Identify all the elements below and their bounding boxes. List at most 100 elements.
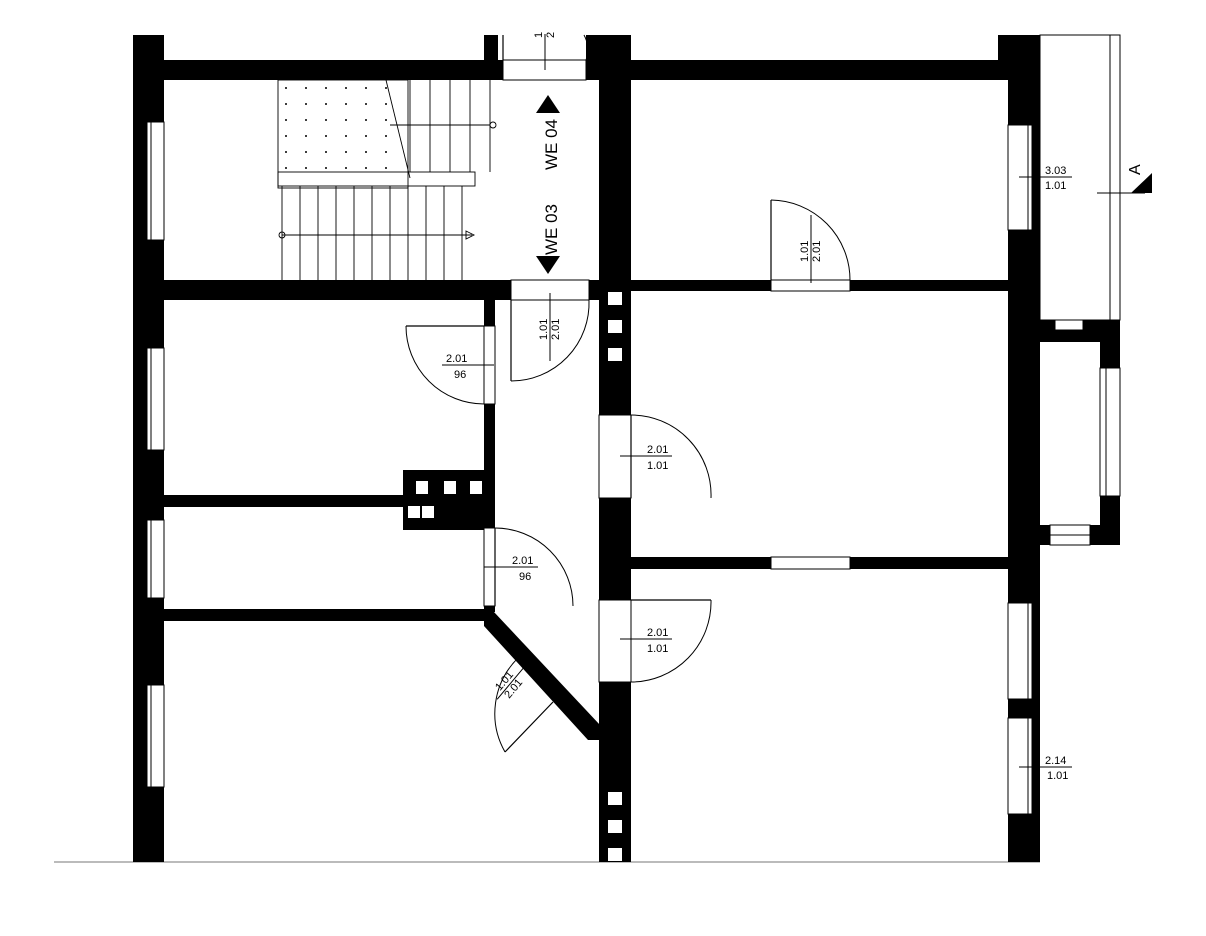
unit-label-we03: WE 03 bbox=[542, 204, 561, 255]
landing-dot bbox=[385, 119, 387, 121]
landing-dot bbox=[385, 87, 387, 89]
stair-string bbox=[385, 79, 411, 179]
window-balcony bbox=[1099, 367, 1121, 497]
dim-corridor-upper-bottom: 96 bbox=[454, 369, 466, 381]
balcony-door bbox=[1014, 342, 1038, 525]
landing-dot bbox=[345, 135, 347, 137]
landing-dots bbox=[285, 87, 387, 169]
dim-corridor-lower-top: 2.01 bbox=[512, 555, 533, 567]
landing-dot bbox=[345, 87, 347, 89]
landing-dot bbox=[285, 87, 287, 89]
landing-dot bbox=[365, 135, 367, 137]
door-swing bbox=[770, 199, 851, 281]
landing-dot bbox=[305, 119, 307, 121]
dimension-labels: 1 2 1.01 2.01 1.01 2.01 2.01 96 2.01 1.0… bbox=[442, 32, 1072, 782]
landing-dot bbox=[305, 151, 307, 153]
stair-arrow-head bbox=[465, 230, 476, 240]
wall-lower-left bbox=[164, 609, 494, 621]
dim-top-door-top: 1 bbox=[533, 32, 545, 38]
vent-square bbox=[608, 292, 622, 305]
door-swing bbox=[583, 34, 589, 61]
landing-dot bbox=[285, 103, 287, 105]
stair-arrow-end bbox=[489, 121, 497, 129]
vent-square bbox=[608, 320, 622, 333]
wall-diagonal bbox=[484, 612, 600, 740]
window-left-4 bbox=[146, 684, 165, 788]
stair-landing bbox=[277, 79, 409, 189]
door-leaf bbox=[517, 657, 569, 711]
landing-dot bbox=[325, 167, 327, 169]
landing-dot bbox=[345, 167, 347, 169]
dim-upper-right-bottom: 2.01 bbox=[811, 241, 823, 262]
door-swing bbox=[405, 325, 485, 405]
section-arrow-icon bbox=[1131, 173, 1152, 193]
openings bbox=[483, 59, 851, 683]
stair-arrow-start bbox=[278, 231, 286, 239]
door-swing bbox=[494, 527, 574, 607]
landing-dot bbox=[285, 151, 287, 153]
stair-treads-upper bbox=[409, 80, 491, 172]
landing-dot bbox=[365, 103, 367, 105]
door-swing bbox=[630, 599, 712, 683]
landing-dot bbox=[285, 167, 287, 169]
dim-window-2-top: 2.14 bbox=[1045, 755, 1066, 767]
landing-dot bbox=[325, 119, 327, 121]
dim-upper-right-top: 1.01 bbox=[799, 241, 811, 262]
stair-railing bbox=[277, 171, 476, 187]
door-swing bbox=[510, 299, 590, 382]
vent-square bbox=[416, 481, 428, 494]
wall-top-left bbox=[133, 60, 503, 80]
window-balcony-top bbox=[1054, 319, 1084, 331]
arrow-down-icon bbox=[536, 256, 560, 274]
dim-stair-door: 1.01 2.01 bbox=[538, 293, 562, 361]
vent-square bbox=[470, 481, 482, 494]
landing-dot bbox=[385, 103, 387, 105]
dim-window-2-bottom: 1.01 bbox=[1047, 770, 1068, 782]
dim-stair-door-bottom: 2.01 bbox=[550, 319, 562, 340]
dim-center-upper-bottom: 1.01 bbox=[647, 460, 668, 472]
staircase bbox=[277, 79, 497, 280]
shaft-block bbox=[403, 470, 487, 530]
opening-center-door-lower bbox=[598, 599, 632, 683]
landing-dot bbox=[385, 151, 387, 153]
dim-window-1-bottom: 1.01 bbox=[1045, 180, 1066, 192]
landing-dot bbox=[365, 87, 367, 89]
landing-dot bbox=[305, 87, 307, 89]
wall-top-right bbox=[586, 60, 1010, 80]
vent-square bbox=[608, 792, 622, 805]
landing-dot bbox=[385, 135, 387, 137]
unit-label-we03-group: WE 03 bbox=[542, 204, 561, 255]
dim-window-1-top: 3.03 bbox=[1045, 165, 1066, 177]
window-left-2 bbox=[146, 347, 165, 451]
arrow-up-icon bbox=[536, 95, 560, 113]
vent-square bbox=[422, 506, 434, 518]
unit-label-we04: WE 04 bbox=[542, 119, 561, 170]
door-swing bbox=[494, 657, 519, 753]
section-label-group: A bbox=[1127, 164, 1144, 175]
vent-square bbox=[608, 848, 622, 861]
windows bbox=[146, 121, 1121, 815]
landing-dot bbox=[345, 103, 347, 105]
landing-dot bbox=[365, 151, 367, 153]
dim-line bbox=[496, 665, 526, 700]
section-label: A bbox=[1127, 164, 1144, 175]
vent-square bbox=[444, 481, 456, 494]
window-left-1 bbox=[146, 121, 165, 241]
dim-top-door-bottom: 2 bbox=[545, 32, 557, 38]
dim-center-upper-top: 2.01 bbox=[647, 444, 668, 456]
landing-dot bbox=[285, 135, 287, 137]
vent-square bbox=[608, 348, 622, 361]
landing-dot bbox=[325, 135, 327, 137]
wall-corridor-left bbox=[484, 300, 495, 612]
wall-mid-left bbox=[164, 495, 404, 507]
dim-stair-door-top: 1.01 bbox=[538, 319, 550, 340]
doors bbox=[405, 34, 851, 753]
landing-dot bbox=[325, 151, 327, 153]
wall-upper-right-bottom bbox=[631, 280, 771, 291]
wall-right-mid-2 bbox=[850, 557, 1010, 569]
landing-dot bbox=[365, 119, 367, 121]
door-leaf bbox=[504, 701, 554, 753]
dim-center-lower-bottom: 1.01 bbox=[647, 643, 668, 655]
dim-upper-right-door: 1.01 2.01 bbox=[799, 215, 823, 283]
vent-square bbox=[608, 820, 622, 833]
